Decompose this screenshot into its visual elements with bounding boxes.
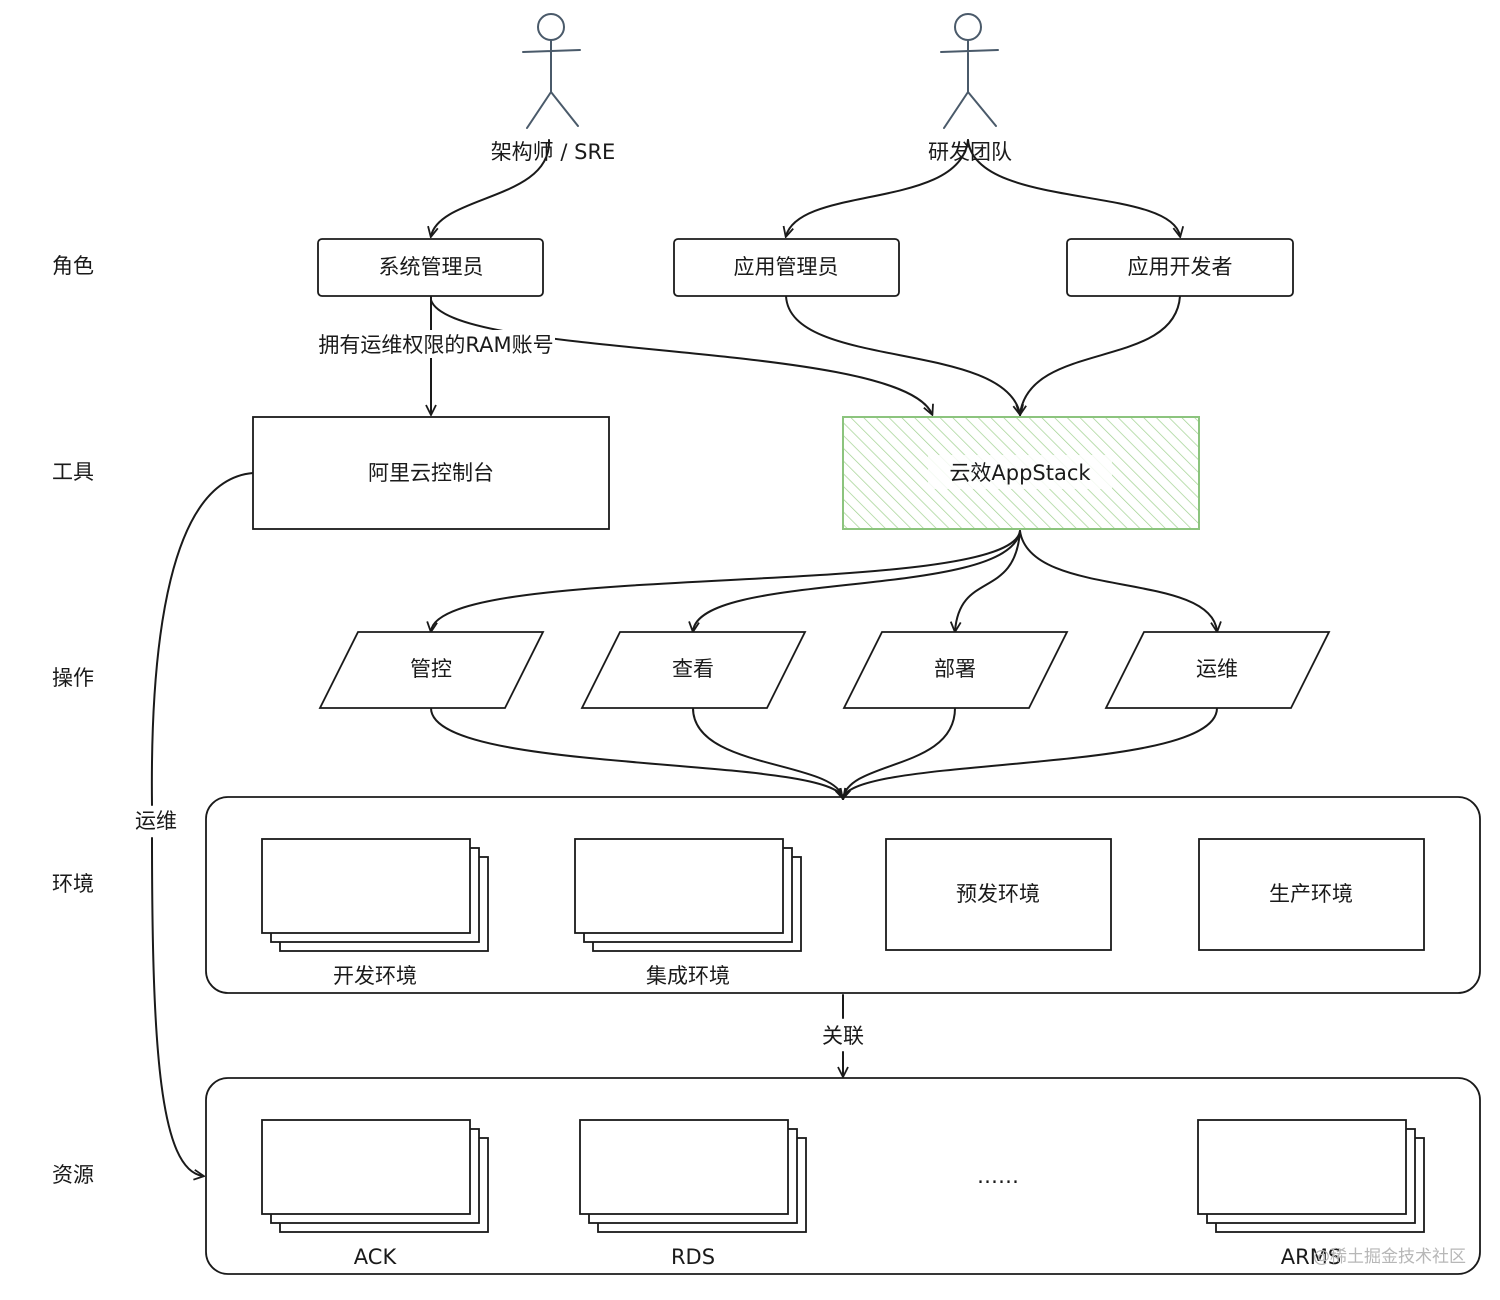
- edge-label-bg: [310, 330, 555, 358]
- edge-appstack-to-ops: [1019, 530, 1217, 631]
- role-app-admin: 应用管理员: [673, 238, 900, 297]
- row-label-operations: 操作: [52, 666, 94, 690]
- edge-devteam-to-appdev: [967, 139, 1180, 236]
- row-label-environments: 环境: [52, 872, 94, 896]
- env-dev-label: 开发环境: [333, 964, 417, 988]
- env-integration-label: 集成环境: [646, 964, 730, 988]
- edge-view-to-env: [692, 707, 843, 798]
- edges: [150, 139, 1218, 1176]
- tool-aliyun-console: 阿里云控制台: [252, 416, 610, 530]
- tool-appstack: 云效AppStack: [842, 416, 1200, 530]
- edge-label-ops-side: 运维: [135, 809, 177, 833]
- environments-container: [205, 796, 1481, 994]
- tool-appstack-label: 云效AppStack: [949, 461, 1091, 485]
- actor-architect: [522, 13, 581, 129]
- op-control: 管控: [318, 631, 545, 709]
- role-sys-admin: 系统管理员: [317, 238, 544, 297]
- edge-architect-to-sysadmin: [431, 139, 551, 236]
- env-production-label: 生产环境: [1269, 882, 1353, 906]
- op-deploy: 部署: [842, 631, 1069, 709]
- edge-appstack-to-control: [431, 530, 1021, 631]
- edge-appstack-to-view: [693, 530, 1021, 631]
- actor-dev-team-label: 研发团队: [928, 140, 1012, 164]
- row-label-tools: 工具: [52, 460, 94, 484]
- edge-appdev-to-appstack: [1020, 295, 1181, 414]
- resource-arms: [1197, 1119, 1425, 1233]
- edge-appadmin-to-appstack: [785, 295, 1020, 414]
- resource-ellipsis: ……: [977, 1164, 1019, 1188]
- env-staging: 预发环境: [885, 838, 1112, 951]
- edge-console-to-resources: [151, 837, 203, 1176]
- watermark: @稀土掘金技术社区: [1313, 1247, 1466, 1267]
- person-icon: [537, 13, 565, 41]
- tool-aliyun-console-label: 阿里云控制台: [368, 461, 494, 485]
- person-icon: [954, 13, 982, 41]
- role-app-admin-label: 应用管理员: [734, 255, 839, 279]
- edge-ops-to-env: [843, 707, 1218, 798]
- op-ops: 运维: [1104, 631, 1331, 709]
- edge-devteam-to-appadmin: [786, 139, 969, 236]
- role-sys-admin-label: 系统管理员: [379, 255, 484, 279]
- row-label-resources: 资源: [52, 1163, 94, 1187]
- actor-dev-team: [940, 13, 999, 129]
- resources-container: [205, 1077, 1481, 1275]
- op-ops-label: 运维: [1196, 657, 1238, 681]
- env-dev: [261, 838, 489, 952]
- actor-architect-label: 架构师 / SRE: [491, 140, 616, 164]
- row-label-roles: 角色: [52, 254, 94, 278]
- edge-label-relation: 关联: [822, 1024, 864, 1048]
- resource-rds: [579, 1119, 807, 1233]
- edge-deploy-to-env: [843, 707, 956, 798]
- edge-appstack-to-deploy: [955, 530, 1021, 631]
- edge-console-to-resources-upper: [150, 472, 254, 806]
- op-view-label: 查看: [672, 657, 714, 681]
- op-deploy-label: 部署: [934, 657, 976, 681]
- edge-control-to-env: [430, 707, 843, 798]
- op-control-label: 管控: [410, 657, 452, 681]
- resource-ack-label: ACK: [354, 1245, 398, 1269]
- op-view: 查看: [580, 631, 807, 709]
- resource-rds-label: RDS: [671, 1245, 715, 1269]
- resource-arms-label: ARMS: [1281, 1245, 1341, 1269]
- role-app-dev: 应用开发者: [1066, 238, 1294, 297]
- env-staging-label: 预发环境: [956, 882, 1040, 906]
- resource-ack: [261, 1119, 489, 1233]
- role-app-dev-label: 应用开发者: [1128, 255, 1233, 279]
- edge-sysadmin-to-appstack: [430, 299, 932, 414]
- env-integration: [574, 838, 802, 952]
- env-production: 生产环境: [1198, 838, 1425, 951]
- edge-label-ram-account: 拥有运维权限的RAM账号: [318, 333, 553, 357]
